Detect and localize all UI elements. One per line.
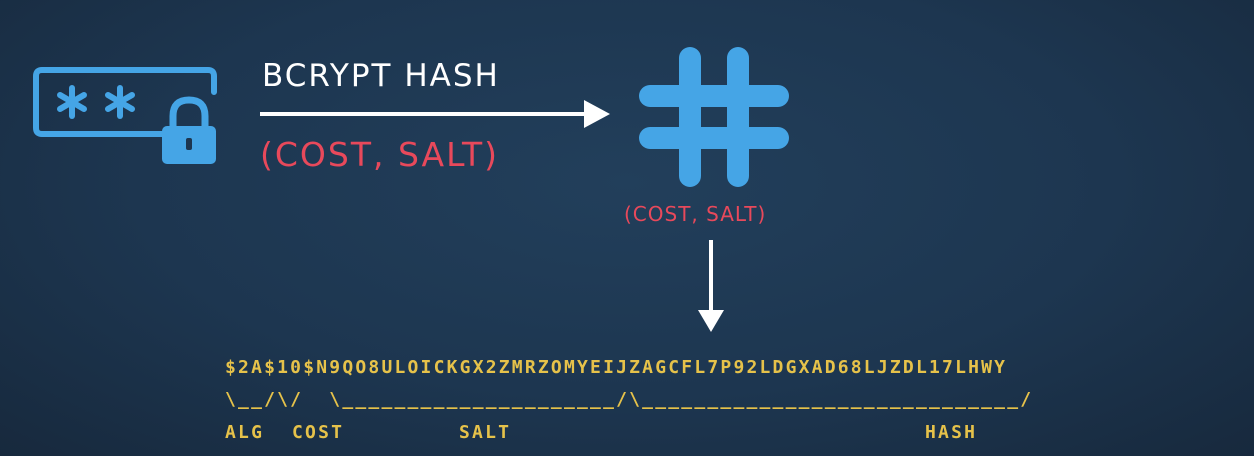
password-field-graphic [33,67,217,139]
segment-label-hash: HASH [925,422,978,443]
password-field-icon [28,64,228,174]
hash-string: $2A$10$N9QO8ULOICKGX2ZMRZOMYEIJZAGCFL7P9… [225,357,1008,378]
segment-label-alg: ALG [225,422,265,443]
hash-symbol-icon [636,44,792,190]
segment-label-cost: COST [292,422,345,443]
asterisk-icon [57,85,87,119]
padlock-graphic [162,96,216,164]
hash-params-label: (COST, SALT) [624,202,767,226]
params-label: (COST, SALT) [260,135,499,174]
right-arrow-graphic [260,100,610,128]
down-arrow-graphic [698,240,724,332]
asterisk-icon [105,85,135,119]
padlock-icon [158,94,220,166]
process-label: BCRYPT HASH [262,58,500,94]
right-arrow-icon [258,96,612,132]
segment-brackets: \__/\/ \_____________________/\_________… [225,389,1034,410]
down-arrow-icon [694,238,728,334]
segment-label-salt: SALT [459,422,512,443]
hash-symbol-graphic [639,47,789,187]
